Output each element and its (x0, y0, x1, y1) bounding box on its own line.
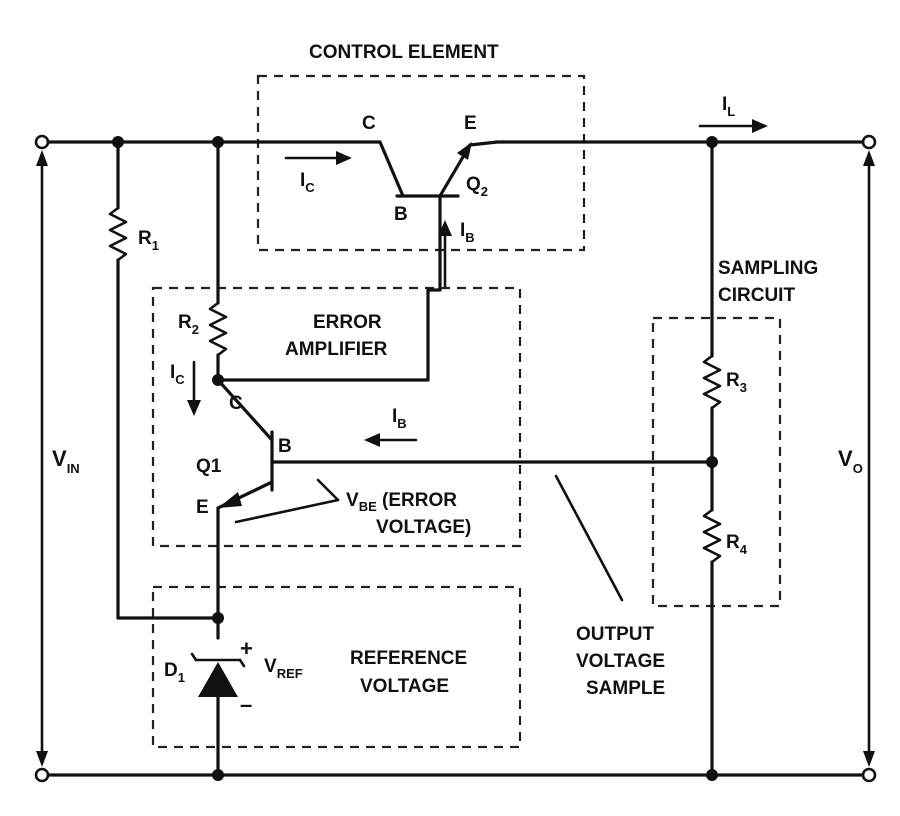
output-sample-label-1: OUTPUT (576, 624, 655, 645)
ic-top-arrow (284, 151, 352, 165)
vin-plus-terminal (34, 134, 50, 150)
vo-arrow (863, 150, 875, 767)
junction-q1-collector (212, 374, 224, 386)
reference-voltage-box (151, 585, 522, 749)
ib-top-label: IB (460, 220, 475, 245)
q2-label: Q2 (466, 174, 488, 199)
sampling-label-1: SAMPLING (718, 258, 818, 279)
r2-branch (208, 140, 442, 382)
vo-label: VO (838, 446, 863, 476)
zener-d1 (190, 652, 246, 777)
output-sample-pointer (554, 474, 624, 602)
junction-r1-top (112, 136, 124, 148)
r1-branch (108, 140, 220, 620)
error-amp-label-1: ERROR (313, 312, 382, 333)
output-sample-label-2: VOLTAGE (576, 651, 665, 672)
control-element-label: CONTROL ELEMENT (309, 42, 499, 63)
q1-emitter-arrow-icon (218, 492, 242, 508)
sampling-divider (702, 140, 722, 777)
junction-sample-node (706, 456, 718, 468)
sampling-label-2: CIRCUIT (718, 285, 795, 306)
q2-emitter-label: E (464, 113, 477, 134)
vin-minus-terminal (34, 767, 50, 783)
il-label: IL (722, 94, 735, 119)
q2-emitter-arrow-icon (457, 142, 472, 160)
vbe-pointer-upper (316, 478, 340, 502)
vo-minus-terminal (861, 767, 877, 783)
junction-reference-node (212, 612, 224, 624)
vref-plus-sign: + (240, 636, 253, 661)
junction-output-ground (706, 769, 718, 781)
vref-minus-sign: – (240, 692, 252, 717)
q2-collector-label: C (362, 113, 376, 134)
ic-top-label: IC (300, 170, 315, 195)
vbe-pointer-lower (234, 498, 340, 524)
reference-label-2: VOLTAGE (360, 676, 449, 697)
vin-label: VIN (52, 446, 80, 476)
vbe-label: VBE (ERROR (346, 490, 457, 514)
ic-q1-label: IC (170, 362, 185, 387)
r2-label: R2 (178, 312, 199, 337)
q1-emitter-label: E (196, 497, 209, 518)
r3-label: R3 (726, 370, 747, 395)
q1-base-label: B (278, 436, 292, 457)
q2-base-label: B (394, 204, 408, 225)
r1-label: R1 (138, 228, 159, 253)
reference-label-1: REFERENCE (350, 648, 467, 669)
output-sample-label-3: SAMPLE (586, 678, 665, 699)
q2-transistor (378, 140, 499, 198)
error-amplifier-box (151, 286, 522, 548)
vbe-label-2: VOLTAGE) (376, 517, 471, 538)
ic-q1-arrow (187, 360, 201, 416)
control-element-box (256, 74, 586, 252)
d1-label: D1 (164, 660, 185, 685)
ib-top-arrow (438, 220, 452, 288)
junction-r2-top (212, 136, 224, 148)
q1-label: Q1 (196, 456, 222, 477)
r4-label: R4 (726, 532, 748, 557)
ib-q1-arrow (364, 433, 418, 447)
error-amp-label-2: AMPLIFIER (285, 339, 388, 360)
ib-q1-label: IB (392, 406, 407, 431)
il-arrow (698, 119, 768, 133)
q1-collector-label: C (229, 393, 243, 414)
junction-ref-ground (212, 769, 224, 781)
vin-arrow (36, 150, 48, 767)
junction-output-top (706, 136, 718, 148)
vref-label: VREF (264, 656, 303, 681)
vo-plus-terminal (861, 134, 877, 150)
